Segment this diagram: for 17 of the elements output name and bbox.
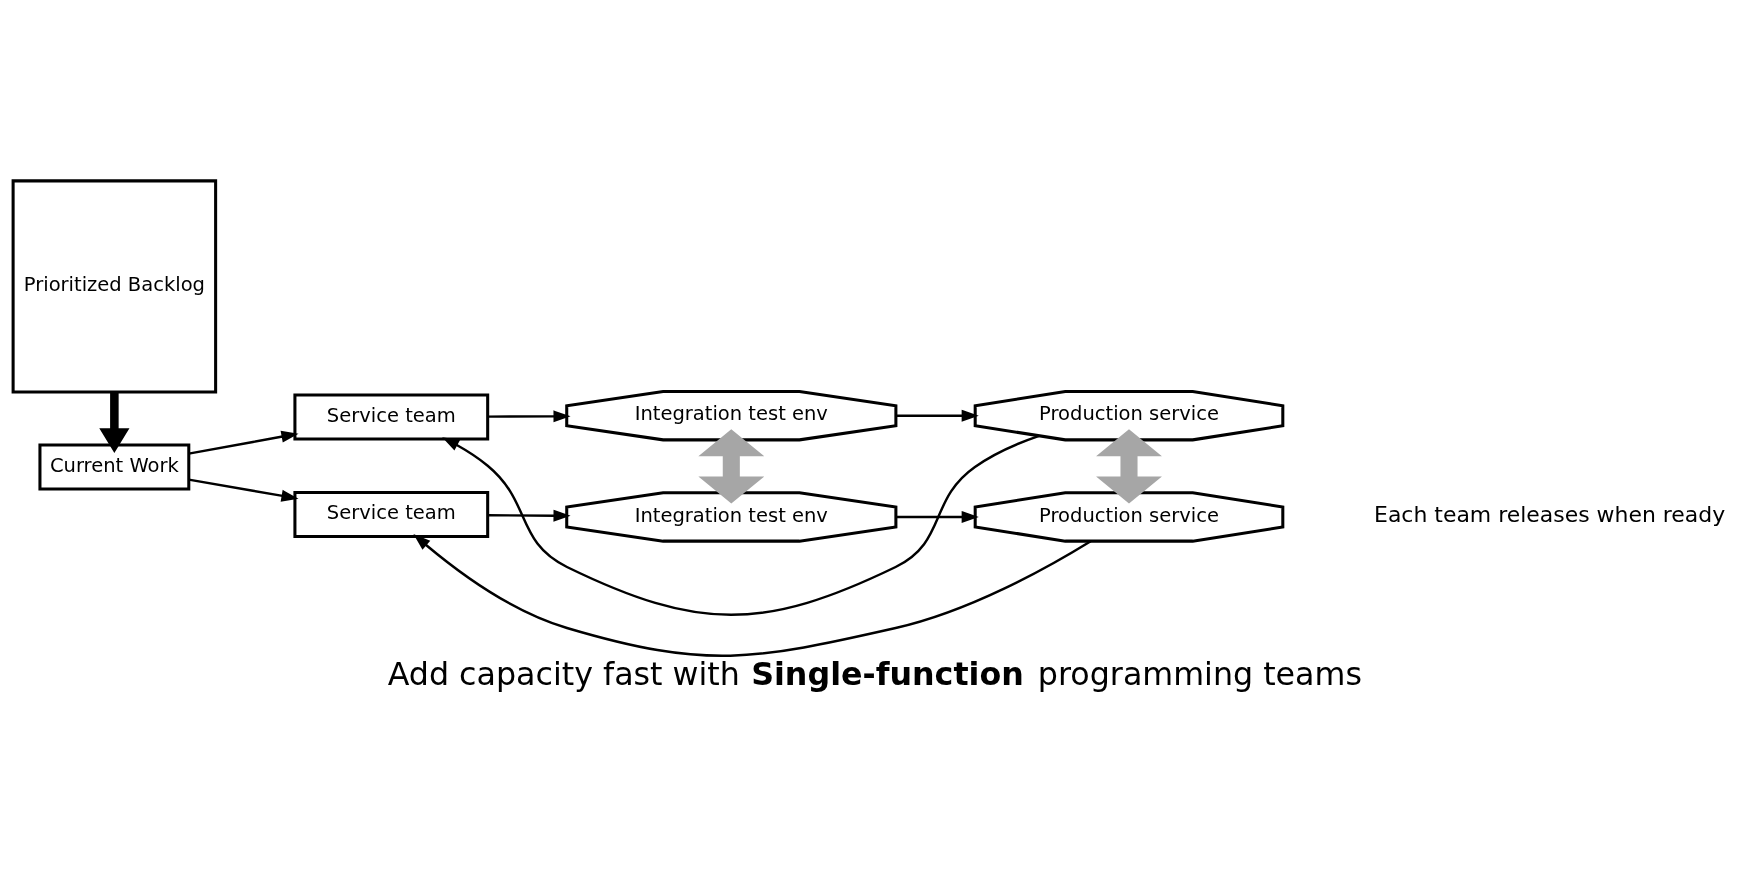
- arrow: [698, 428, 765, 503]
- node-box: Current Work: [38, 442, 191, 490]
- node-box: Service team: [293, 490, 490, 538]
- arrow: [896, 409, 979, 422]
- label: Each team releases when ready: [1374, 501, 1726, 527]
- caption: Add capacity fast with Single-function programming teams: [387, 655, 1362, 692]
- arrow: [487, 509, 571, 522]
- arrow: [99, 391, 130, 453]
- arrow: [1096, 428, 1162, 503]
- arrow: [896, 510, 979, 523]
- arrow: [188, 430, 299, 455]
- arrow: [442, 434, 1040, 616]
- arrow: [413, 533, 1092, 657]
- node-box: Prioritized Backlog: [11, 178, 218, 393]
- node-box: Service team: [293, 392, 490, 440]
- arrow: [487, 409, 571, 422]
- arrow: [188, 477, 299, 502]
